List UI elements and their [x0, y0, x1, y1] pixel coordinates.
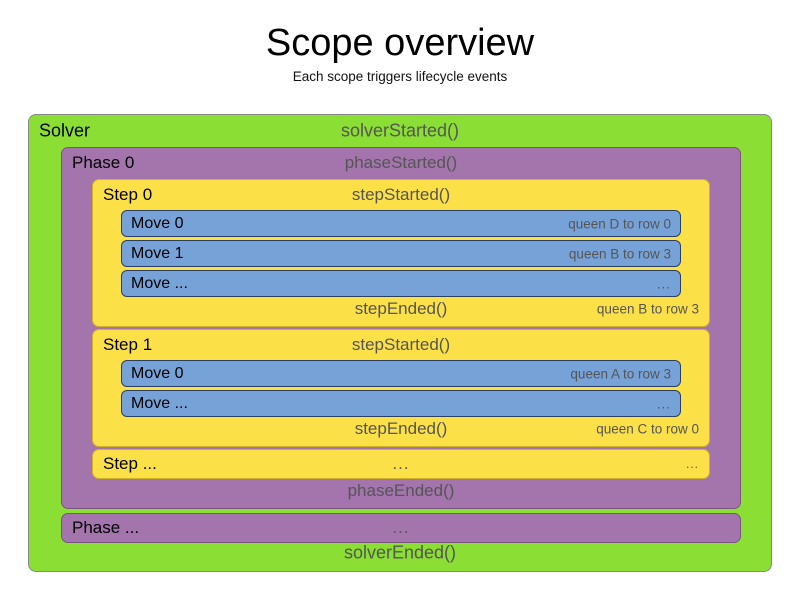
phase-0-ended-event: phaseEnded(): [347, 481, 455, 500]
move-detail: queen D to row 0: [568, 216, 671, 231]
phase-0-scope: Phase 0 phaseStarted() Step 0 stepStarte…: [61, 147, 741, 509]
step-ellipsis-scope: Step ... ... ...: [92, 449, 710, 479]
move-row: Move ... ...: [121, 390, 681, 417]
step-1-ended-detail: queen C to row 0: [596, 421, 699, 437]
step-0-move-list: Move 0 queen D to row 0 Move 1 queen B t…: [121, 210, 681, 300]
solver-ended-event: solverEnded(): [343, 542, 457, 563]
page-title: Scope overview: [265, 22, 535, 64]
step-1-move-list: Move 0 queen A to row 3 Move ... ...: [121, 360, 681, 420]
move-row: Move 0 queen D to row 0: [121, 210, 681, 237]
move-detail: queen B to row 3: [568, 246, 671, 261]
step-0-label: Step 0: [103, 185, 153, 204]
phase-ellipsis-center: ...: [392, 518, 410, 537]
step-ellipsis-label: Step ...: [103, 454, 157, 473]
step-1-ended-row: stepEnded() queen C to row 0: [93, 414, 709, 444]
step-ellipsis-right: ...: [685, 457, 699, 471]
step-1-label: Step 1: [103, 335, 153, 354]
move-label: Move ...: [131, 394, 188, 412]
solver-ended-row: solverEnded(): [29, 538, 771, 568]
step-ellipsis-row: Step ... ... ...: [93, 450, 709, 478]
step-0-ended-detail: queen B to row 3: [596, 301, 699, 317]
step-1-scope: Step 1 stepStarted() Move 0 queen A to r…: [92, 329, 710, 447]
move-label: Move ...: [131, 274, 188, 292]
step-0-ended-row: stepEnded() queen B to row 3: [93, 294, 709, 324]
move-detail: queen A to row 3: [570, 366, 671, 381]
move-row: Move 1 queen B to row 3: [121, 240, 681, 267]
move-detail: ...: [656, 276, 671, 291]
step-0-started-row: Step 0 stepStarted(): [93, 180, 709, 210]
move-label: Move 0: [131, 364, 184, 382]
phase-0-started-event: phaseStarted(): [344, 153, 458, 172]
page-subtitle: Each scope triggers lifecycle events: [292, 68, 508, 84]
solver-started-event: solverStarted(): [340, 120, 460, 141]
step-0-scope: Step 0 stepStarted() Move 0 queen D to r…: [92, 179, 710, 327]
move-label: Move 0: [131, 214, 184, 232]
move-label: Move 1: [131, 244, 184, 262]
phase-0-ended-row: phaseEnded(): [62, 476, 740, 506]
phase-ellipsis-scope: Phase ... ...: [61, 513, 741, 543]
phase-0-label: Phase 0: [72, 153, 135, 172]
step-1-started-row: Step 1 stepStarted(): [93, 330, 709, 360]
phase-ellipsis-label: Phase ...: [72, 518, 140, 537]
phase-0-started-row: Phase 0 phaseStarted(): [62, 148, 740, 178]
heading-block: Scope overview Each scope triggers lifec…: [0, 0, 800, 84]
step-0-started-event: stepStarted(): [351, 185, 451, 204]
move-detail: ...: [656, 396, 671, 411]
solver-scope: Solver solverStarted() Phase 0 phaseStar…: [28, 114, 772, 572]
step-ellipsis-center: ...: [392, 454, 410, 473]
solver-label: Solver: [39, 120, 91, 141]
move-row: Move ... ...: [121, 270, 681, 297]
step-1-started-event: stepStarted(): [351, 335, 451, 354]
solver-started-row: Solver solverStarted(): [29, 115, 771, 147]
move-row: Move 0 queen A to row 3: [121, 360, 681, 387]
